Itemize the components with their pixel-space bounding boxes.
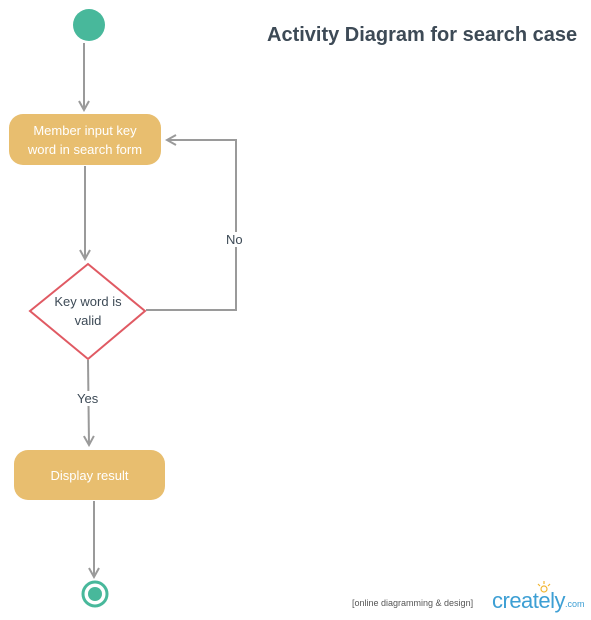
brand-logo[interactable]: creately: [492, 588, 566, 613]
decision-label: Key word is valid: [54, 294, 122, 328]
decision-node[interactable]: [28, 262, 147, 361]
end-node-inner: [88, 587, 102, 601]
action-node-input[interactable]: [9, 114, 161, 165]
footer-tagline: [online diagramming & design]: [352, 598, 474, 608]
action-label-input: Member input key word in search form: [27, 122, 143, 157]
edge-decision-no-loop: [146, 140, 237, 311]
action-node-display[interactable]: [14, 450, 165, 500]
edge-label-yes: Yes: [75, 391, 101, 406]
diagram-title: Activity Diagram for search case: [267, 24, 578, 46]
lightbulb-icon: [537, 581, 551, 593]
start-node[interactable]: [73, 9, 105, 41]
brand-suffix: .com: [565, 599, 585, 609]
action-label-display: Display result: [50, 467, 129, 483]
edge-label-no: No: [224, 232, 245, 247]
